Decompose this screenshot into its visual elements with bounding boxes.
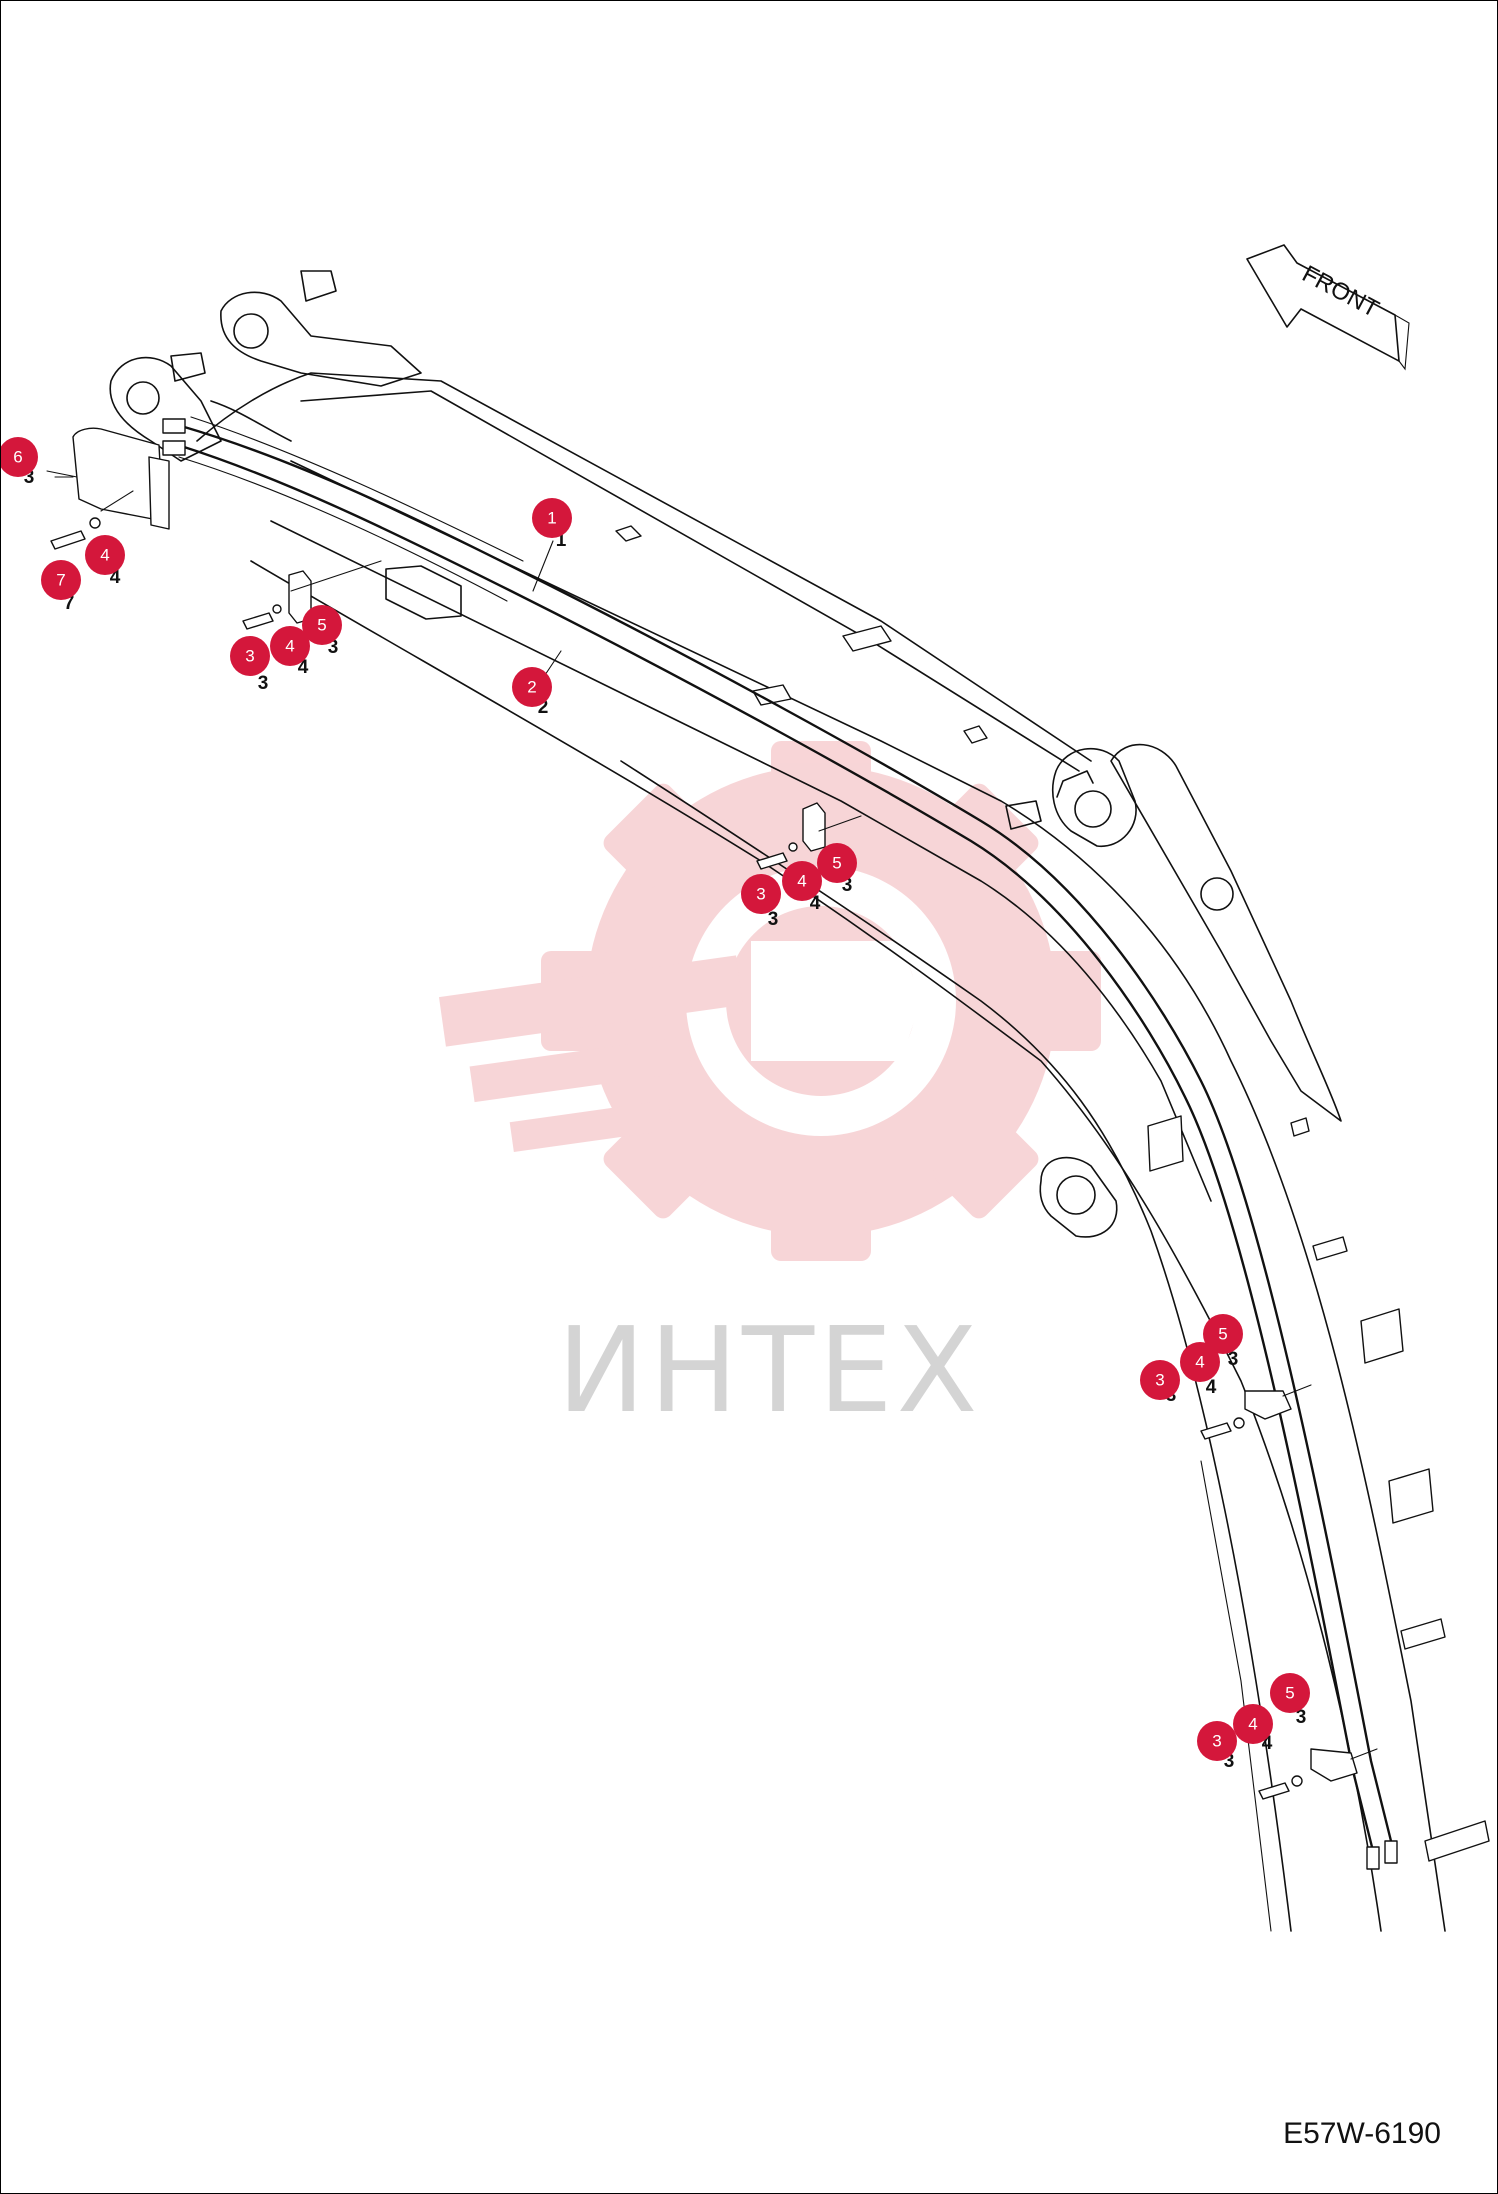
svg-text:1: 1 xyxy=(556,530,567,551)
svg-text:4: 4 xyxy=(298,657,309,678)
hose-1 xyxy=(179,424,1393,1843)
svg-text:7: 7 xyxy=(64,593,75,614)
svg-text:4: 4 xyxy=(1206,1377,1217,1398)
clamp-set-a xyxy=(242,560,382,630)
front-arrow-icon: FRONT xyxy=(1246,244,1410,371)
callout-label: 5 xyxy=(1285,1684,1294,1703)
callout-label: 4 xyxy=(797,872,806,891)
callout-label: 7 xyxy=(56,571,65,590)
boom-structure xyxy=(109,270,1490,1932)
callout-badge: 5 xyxy=(302,605,342,645)
watermark-text: ИНТЕХ xyxy=(557,1301,982,1439)
svg-text:3: 3 xyxy=(1224,1751,1235,1772)
svg-text:3: 3 xyxy=(1228,1349,1239,1370)
drawing-code: E57W-6190 xyxy=(1283,2117,1441,2150)
cover-plate-assembly xyxy=(50,427,170,550)
clamp-set-d xyxy=(1258,1748,1378,1800)
clamp-set-b xyxy=(756,802,862,870)
callout-badge: 7 xyxy=(41,560,81,600)
callout-badge: 5 xyxy=(1203,1314,1243,1354)
svg-text:2: 2 xyxy=(538,697,549,718)
callout-label: 3 xyxy=(1155,1371,1164,1390)
callout-label: 6 xyxy=(13,448,22,467)
echo-marks: 1 2 3 4 7 3 4 3 3 4 3 3 4 3 3 4 3 xyxy=(24,467,1307,1772)
svg-text:3: 3 xyxy=(842,875,853,896)
svg-text:3: 3 xyxy=(24,467,35,488)
svg-text:3: 3 xyxy=(258,673,269,694)
callout-badge: 4 xyxy=(85,535,125,575)
callout-badge: 2 xyxy=(512,667,552,707)
svg-text:3: 3 xyxy=(328,637,339,658)
callout-label: 3 xyxy=(756,885,765,904)
callout-badge: 5 xyxy=(1270,1673,1310,1713)
svg-text:3: 3 xyxy=(768,909,779,930)
callout-badge: 6 xyxy=(1,437,38,477)
callout-label: 5 xyxy=(1218,1325,1227,1344)
callout-label: 5 xyxy=(317,616,326,635)
hose-2 xyxy=(179,444,1375,1853)
callout-badge: 3 xyxy=(230,636,270,676)
callout-label: 5 xyxy=(832,854,841,873)
callout-badge: 4 xyxy=(270,626,310,666)
svg-text:4: 4 xyxy=(810,893,821,914)
svg-text:4: 4 xyxy=(1262,1733,1273,1754)
callout-label: 3 xyxy=(1212,1732,1221,1751)
svg-text:4: 4 xyxy=(110,567,121,588)
callout-badge: 3 xyxy=(741,874,781,914)
hoses xyxy=(162,416,1398,1870)
callout-label: 3 xyxy=(245,647,254,666)
callout-badge: 4 xyxy=(1180,1342,1220,1382)
callout-badge: 5 xyxy=(817,843,857,883)
callout-label: 2 xyxy=(527,678,536,697)
callout-label: 4 xyxy=(1195,1353,1204,1372)
callout-label: 1 xyxy=(547,509,556,528)
callout-badge: 4 xyxy=(782,861,822,901)
callout-badge: 4 xyxy=(1233,1704,1273,1744)
watermark-logo xyxy=(438,741,1101,1261)
callout-badge: 3 xyxy=(1140,1360,1180,1400)
callout-badge: 3 xyxy=(1197,1721,1237,1761)
svg-text:3: 3 xyxy=(1296,1707,1307,1728)
clamp-set-c xyxy=(1200,1384,1312,1440)
callout-label: 4 xyxy=(100,546,109,565)
callout-badge: 1 xyxy=(532,498,572,538)
callout-label: 4 xyxy=(285,637,294,656)
callout-label: 4 xyxy=(1248,1715,1257,1734)
